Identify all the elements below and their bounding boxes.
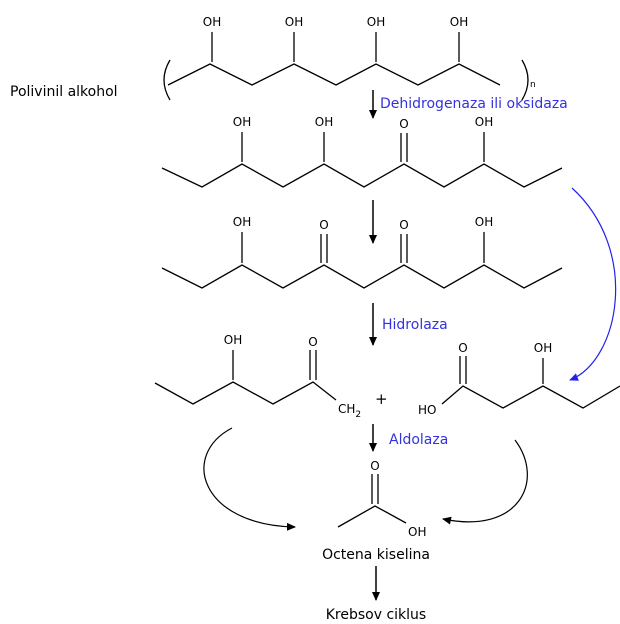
repeat-bracket-right: [521, 59, 529, 101]
oxygen-label: O: [458, 341, 467, 355]
hydroxyl-label: OH: [367, 15, 385, 29]
enzyme-label-aldolase: Aldolaza: [389, 432, 448, 448]
hydroxyl-label: OH: [233, 115, 251, 129]
oxygen-label: O: [370, 459, 379, 473]
hydroxyl-label: OH: [475, 115, 493, 129]
enzyme-label-hydrolase: Hidrolaza: [382, 317, 448, 333]
polyvinyl-alcohol-structure: OH OH OH OH n: [163, 15, 536, 101]
plus-sign: +: [375, 390, 388, 408]
hydroxyl-label: OH: [224, 333, 242, 347]
monoketone-structure: OH OH OH O: [161, 115, 563, 188]
acid-hydroxyl-label: HO: [418, 403, 436, 417]
methylene-label: CH2: [338, 402, 361, 420]
acetic-acid-structure: O OH: [337, 459, 426, 539]
curved-arrow-left: [203, 427, 296, 531]
repeat-index: n: [530, 80, 536, 90]
polyvinyl-alcohol-label: Polivinil alkohol: [10, 84, 118, 100]
hydroxyl-label: OH: [475, 215, 493, 229]
oxygen-label: O: [399, 218, 408, 232]
hydroxyl-label: OH: [534, 341, 552, 355]
hydroxyl-label: OH: [203, 15, 221, 29]
repeat-bracket-left: [163, 59, 171, 101]
methyl-ketone-structure: OH O CH2: [154, 333, 361, 420]
hydroxyl-label: OH: [233, 215, 251, 229]
hydroxyl-label: OH: [408, 525, 426, 539]
diketone-structure: OH OH O O: [161, 215, 563, 289]
oxygen-label: O: [308, 335, 317, 349]
krebs-cycle-label: Krebsov ciklus: [326, 607, 426, 623]
acetic-acid-label: Octena kiselina: [322, 547, 430, 563]
hydroxyl-label: OH: [315, 115, 333, 129]
hydroxy-acid-structure: O OH HO: [418, 341, 620, 417]
hydroxyl-label: OH: [285, 15, 303, 29]
oxygen-label: O: [319, 218, 328, 232]
enzyme-label-dehydrogenase: Dehidrogenaza ili oksidaza: [380, 96, 568, 112]
oxygen-label: O: [399, 117, 408, 131]
side-pathway-arrow: [569, 187, 617, 381]
hydroxyl-label: OH: [450, 15, 468, 29]
curved-arrow-right: [442, 439, 528, 525]
